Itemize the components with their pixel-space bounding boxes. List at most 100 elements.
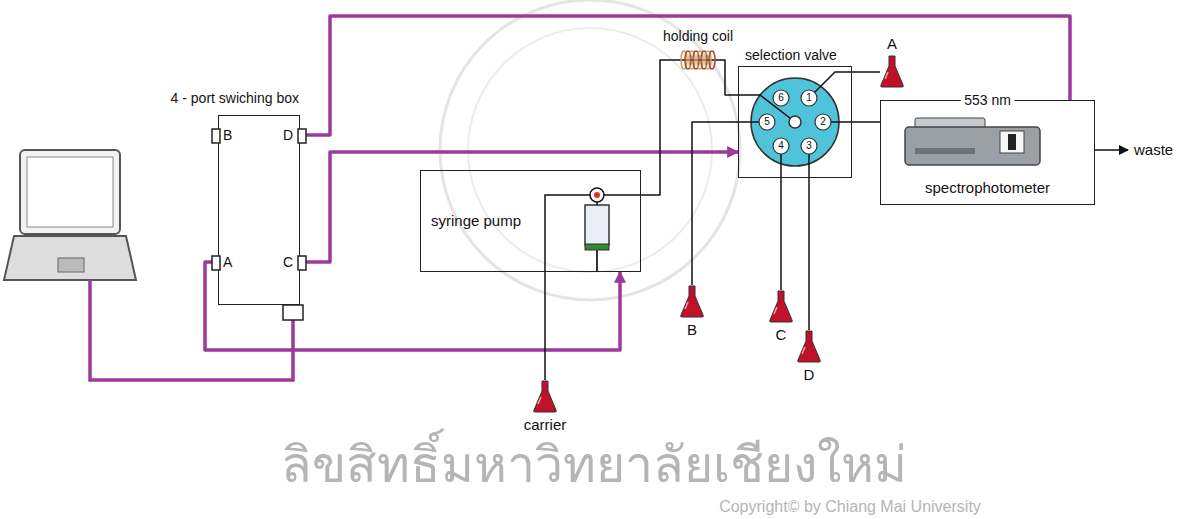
control-cable <box>306 16 1070 135</box>
cell-holder <box>1000 131 1024 153</box>
node-label: selection valve <box>745 47 837 63</box>
spectrometer-panel <box>915 148 975 154</box>
port-terminal: B <box>212 126 238 146</box>
flask-body <box>770 291 793 322</box>
port-letter: D <box>283 127 293 143</box>
flow-tube <box>692 122 738 285</box>
valve-common-port <box>789 116 801 128</box>
coil-turn <box>709 51 715 69</box>
flask-outline <box>533 380 557 413</box>
valve-port <box>815 114 831 130</box>
flask-highlight <box>802 347 805 354</box>
valve-box: selection valve <box>738 66 852 178</box>
flow-tube <box>852 71 880 73</box>
syringe-neck <box>596 202 598 205</box>
laptop-base <box>4 236 136 280</box>
control-cable <box>205 262 620 350</box>
watermark: ลิขสิทธิ์มหาวิทยาลัยเชียงใหม่ <box>281 437 907 495</box>
laptop-touchpad <box>58 258 84 272</box>
switching-box: 4 - port swiching boxBDAC <box>218 115 300 305</box>
valve-channel <box>808 154 810 178</box>
pump-tubing <box>545 195 640 272</box>
laptop-display <box>27 157 113 227</box>
coil-windings <box>680 50 716 70</box>
port-tab <box>298 129 306 143</box>
flow-tube <box>544 272 546 380</box>
logo-watermark-ring <box>468 28 712 272</box>
port-tab <box>212 129 220 143</box>
port-number: 1 <box>806 92 812 104</box>
holding-coil: holding coil <box>680 50 716 70</box>
flask-body <box>681 286 704 317</box>
valve-rotor <box>751 78 839 166</box>
flask-highlight <box>685 302 688 309</box>
reagent-flask: D <box>797 330 821 363</box>
logo-watermark-ring <box>440 0 740 300</box>
reagent-flask: B <box>680 285 704 318</box>
valve-port <box>773 138 789 154</box>
port-letter: B <box>223 127 232 143</box>
flow-tube <box>808 178 810 330</box>
port-terminal: C <box>280 253 306 273</box>
syringe-plunger <box>585 244 609 250</box>
box-connector <box>283 305 303 320</box>
flask-outline <box>769 290 793 323</box>
valve-port <box>801 138 817 154</box>
node-label: carrier <box>524 416 567 433</box>
port-tab <box>212 256 220 270</box>
port-terminal: D <box>280 126 306 146</box>
usb-cable <box>90 280 293 380</box>
flask-highlight <box>538 397 541 404</box>
syringe-barrel <box>585 205 609 245</box>
node-label: B <box>687 321 697 338</box>
valve-port <box>759 114 775 130</box>
node-label: holding coil <box>663 28 733 44</box>
flow-cell <box>1008 134 1016 150</box>
node-label: syringe pump <box>431 212 521 229</box>
plunger-rod <box>596 250 598 271</box>
flask-outline <box>880 55 904 88</box>
node-label: 553 nm <box>960 92 1015 108</box>
node-label: 4 - port swiching box <box>171 90 299 106</box>
valve-channel <box>780 154 782 178</box>
outlet-label: waste <box>1134 141 1173 158</box>
control-cable <box>306 152 738 262</box>
port-letter: C <box>283 254 293 270</box>
pump-valve <box>590 188 604 202</box>
flask-body <box>534 381 557 412</box>
port-number: 2 <box>820 116 826 128</box>
node-label: spectrophotometer <box>925 179 1050 196</box>
waste-outlet <box>1095 149 1128 151</box>
flow-tube <box>716 60 738 95</box>
node-label: C <box>776 326 787 343</box>
port-number: 4 <box>778 140 784 152</box>
port-tab <box>298 256 306 270</box>
valve-channel <box>738 121 759 123</box>
flask-outline <box>797 330 821 363</box>
node-label: A <box>887 35 897 52</box>
port-number: 3 <box>806 140 812 152</box>
port-letter: A <box>223 254 232 270</box>
valve-port <box>773 90 789 106</box>
node-label: D <box>804 366 815 383</box>
detector-box: 553 nmspectrophotometer <box>880 100 1095 205</box>
reagent-flask: A <box>880 55 904 88</box>
port-terminal: A <box>212 253 238 273</box>
pump-valve-core <box>594 192 600 198</box>
valve-port <box>801 90 817 106</box>
flow-tube <box>852 121 880 123</box>
flask-highlight <box>774 307 777 314</box>
flow-tube <box>780 178 782 290</box>
flask-highlight <box>885 72 888 79</box>
reagent-flask: carrier <box>533 380 557 413</box>
spectrometer-body <box>905 127 1040 165</box>
port-number: 6 <box>778 92 784 104</box>
flask-outline <box>680 285 704 318</box>
reagent-flask: C <box>769 290 793 323</box>
pump-box: syringe pump <box>420 170 641 272</box>
flask-body <box>881 56 904 87</box>
watermark: Copyright© by Chiang Mai University <box>719 498 981 516</box>
flow-tube <box>641 60 680 195</box>
port-number: 5 <box>764 116 770 128</box>
